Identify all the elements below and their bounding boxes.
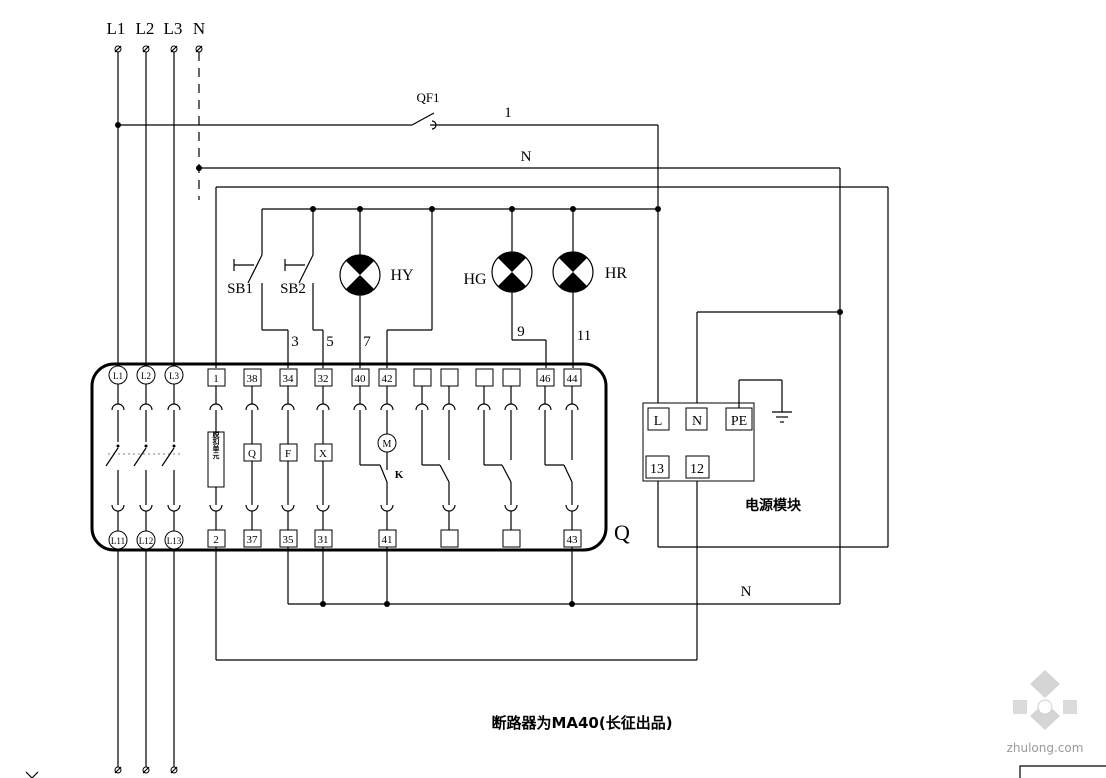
hy-label: HY <box>390 267 414 284</box>
main-terminal-l12: L12 <box>139 536 154 546</box>
sb1-label: SB1 <box>227 281 253 297</box>
f-coil-label: F <box>285 448 291 460</box>
wire-to-terminal-42 <box>386 209 433 368</box>
power-terminal-13: 13 <box>650 462 664 477</box>
hr-label: HR <box>605 265 628 282</box>
hr-indicator-lamp <box>552 209 594 368</box>
sb2-pushbutton <box>284 209 324 368</box>
qf1-label: QF1 <box>416 90 439 105</box>
wire-label-11: 11 <box>577 328 591 344</box>
phase-label-l3: L3 <box>164 19 183 38</box>
terminal-2-return-wire <box>215 480 698 661</box>
terminal-44: 44 <box>567 373 579 385</box>
phase-label-l1: L1 <box>107 19 126 38</box>
motor-label: M <box>383 439 392 450</box>
ground-icon <box>738 379 792 423</box>
q-coil-circuit <box>243 386 262 530</box>
terminal-46: 46 <box>540 373 552 385</box>
phase-bus-lines <box>117 52 200 767</box>
terminal-38: 38 <box>247 373 259 385</box>
f-coil-circuit <box>279 386 298 530</box>
aux-contact-2 <box>477 386 518 530</box>
sb1-pushbutton <box>233 209 289 368</box>
neutral-return-wire <box>287 547 840 607</box>
terminal-40: 40 <box>355 373 367 385</box>
terminal-43: 43 <box>567 534 579 546</box>
power-module-terminals <box>645 407 753 479</box>
wire-label-n-bottom: N <box>741 584 752 600</box>
control-bus <box>262 206 661 212</box>
wire-label-1: 1 <box>504 105 512 121</box>
phase-label-n: N <box>193 19 205 38</box>
motor-circuit <box>353 386 397 530</box>
terminal-31: 31 <box>318 534 329 546</box>
terminal-37: 37 <box>247 534 259 546</box>
diagram-caption: 断路器为MA40(长征出品) <box>491 714 672 732</box>
hg-indicator-lamp <box>491 209 547 368</box>
qf1-breaker <box>115 112 659 408</box>
terminal-35: 35 <box>283 534 295 546</box>
main-pole-terminals <box>108 365 184 550</box>
terminal-32: 32 <box>318 373 329 385</box>
wire-label-9: 9 <box>517 324 525 340</box>
sb2-label: SB2 <box>280 281 306 297</box>
main-terminal-l3: L3 <box>169 371 179 381</box>
terminal-42: 42 <box>382 373 393 385</box>
phase-terminals-top <box>114 45 203 53</box>
x-coil-label: X <box>319 448 327 460</box>
power-terminal-l: L <box>654 414 663 429</box>
module-loop-wire <box>215 186 889 548</box>
power-terminal-12: 12 <box>690 462 704 477</box>
power-terminal-n: N <box>692 414 702 429</box>
top-terminal-boxes <box>207 368 582 387</box>
main-terminal-l2: L2 <box>141 371 151 381</box>
phase-terminals-bottom <box>25 766 178 778</box>
breaker-q-label: Q <box>614 520 630 545</box>
trip-unit-circuit <box>207 386 225 530</box>
terminal-41: 41 <box>382 534 393 546</box>
main-terminal-l1: L1 <box>113 371 123 381</box>
main-pole-contacts <box>105 384 182 531</box>
zhulong-logo-icon <box>1013 670 1077 730</box>
main-terminal-l11: L11 <box>111 536 125 546</box>
terminal-34: 34 <box>283 373 295 385</box>
q-coil-label: Q <box>248 448 256 460</box>
main-terminal-l13: L13 <box>167 536 182 546</box>
x-coil-circuit <box>314 386 333 530</box>
bottom-terminal-boxes <box>207 529 582 548</box>
wire-label-7: 7 <box>363 334 371 350</box>
wire-label-n-top: N <box>521 149 532 165</box>
watermark-text: zhulong.com <box>1007 741 1084 755</box>
wire-label-5: 5 <box>326 334 334 350</box>
terminal-2: 2 <box>213 534 219 546</box>
aux-contact-3 <box>538 386 579 530</box>
breaker-q-body <box>90 362 608 552</box>
phase-label-l2: L2 <box>136 19 155 38</box>
terminal-1: 1 <box>213 373 219 385</box>
hg-label: HG <box>463 271 487 288</box>
aux-contact-1 <box>415 386 456 530</box>
title-block-corner <box>1019 765 1106 778</box>
power-terminal-pe: PE <box>731 414 747 429</box>
wire-label-3: 3 <box>291 334 299 350</box>
contact-k-label: K <box>395 469 404 481</box>
hy-indicator-lamp <box>339 209 381 368</box>
neutral-line <box>196 165 843 604</box>
trip-unit-label: 脱扣单元 <box>212 430 220 460</box>
power-module-title: 电源模块 <box>745 497 802 514</box>
